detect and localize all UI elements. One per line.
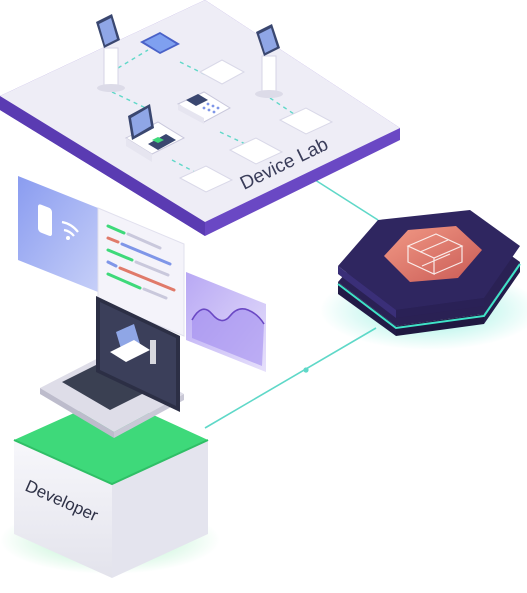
device-lab-platform: Device Lab	[0, 0, 400, 236]
hub-logo-icon	[384, 226, 482, 282]
developer-workstation: Developer	[0, 296, 220, 578]
phone-wifi-icon	[38, 204, 79, 240]
cash-register-icon	[176, 91, 232, 124]
laptop-icon	[40, 296, 184, 438]
code-panel-icon	[97, 207, 185, 337]
floating-panels	[18, 176, 266, 372]
kiosk-icon	[96, 14, 125, 92]
pos-terminal-icon	[124, 104, 186, 162]
hub	[320, 210, 527, 350]
tablet-icon	[140, 32, 180, 54]
kiosk-icon	[255, 24, 283, 98]
phone-wifi-panel	[18, 176, 98, 292]
chart-panel-icon	[186, 272, 266, 372]
